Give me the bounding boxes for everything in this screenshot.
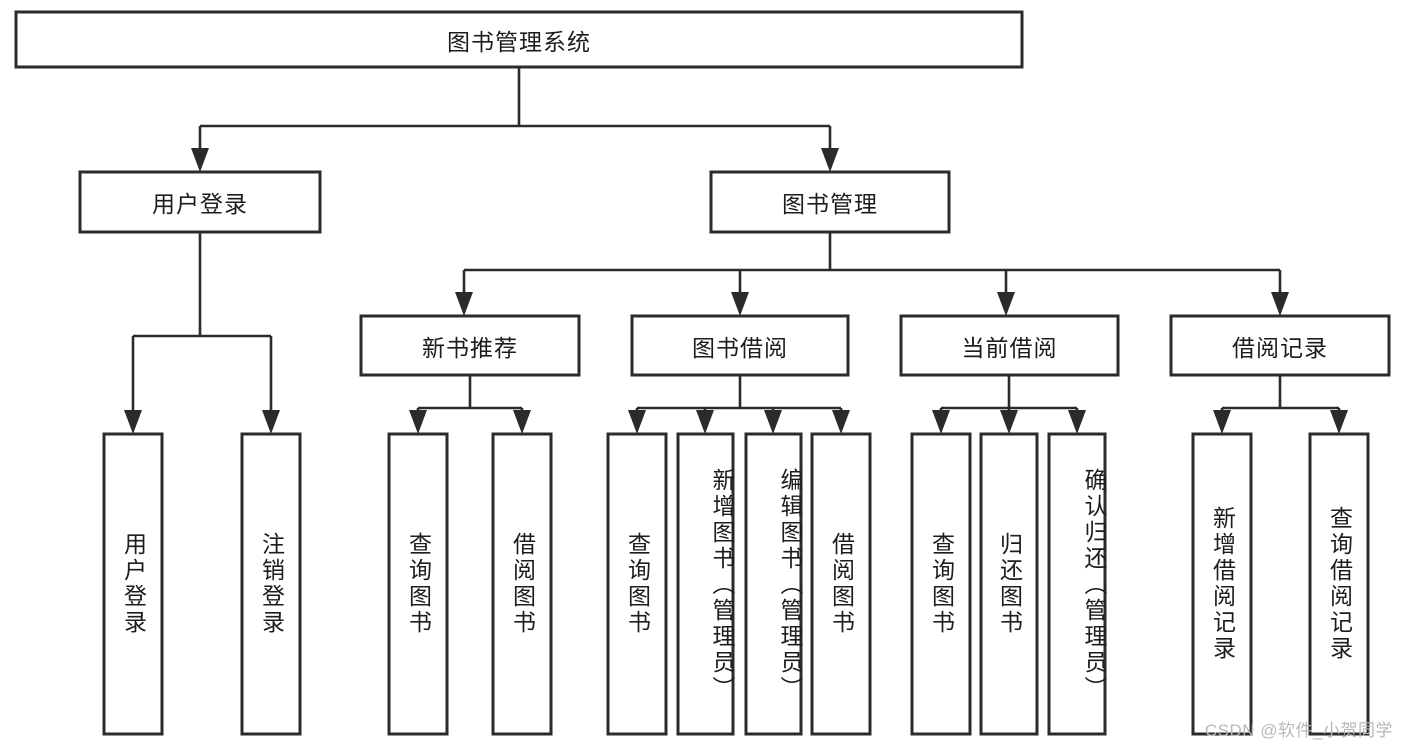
node-box-leaf-query-record[interactable]: [1308, 432, 1370, 736]
node-box-leaf-query-book-3[interactable]: [910, 432, 972, 736]
node-box-user-login[interactable]: [78, 170, 322, 234]
node-box-leaf-edit-book[interactable]: [744, 432, 803, 736]
node-box-leaf-return-book[interactable]: [979, 432, 1039, 736]
arrowhead-newbook-leaf2: [513, 410, 531, 434]
connector-layer: [124, 67, 1348, 434]
node-box-root[interactable]: [14, 10, 1024, 69]
node-box-leaf-logout[interactable]: [240, 432, 302, 736]
arrowhead-borrow-leaf1: [628, 410, 646, 434]
node-box-layer: [14, 10, 1391, 736]
arrowhead-current-leaf2: [1000, 410, 1018, 434]
node-box-leaf-add-record[interactable]: [1191, 432, 1253, 736]
arrowhead-new-book: [455, 292, 473, 316]
arrowhead-borrow-leaf4: [832, 410, 850, 434]
arrowhead-user-login: [191, 148, 209, 172]
watermark-text: CSDN @软件_小贺同学: [1204, 721, 1393, 740]
node-box-book-borrow[interactable]: [630, 314, 850, 377]
arrowhead-borrow-leaf2: [696, 410, 714, 434]
node-box-leaf-borrow-book-1[interactable]: [491, 432, 553, 736]
arrowhead-current-borrow: [997, 292, 1015, 316]
node-box-book-manage[interactable]: [709, 170, 951, 234]
arrowhead-leaf-user-login: [124, 410, 142, 434]
arrowhead-record-leaf1: [1213, 410, 1231, 434]
arrowhead-borrow-leaf3: [764, 410, 782, 434]
arrowhead-newbook-leaf1: [409, 410, 427, 434]
node-box-leaf-add-book[interactable]: [676, 432, 735, 736]
node-box-new-book-recommend[interactable]: [359, 314, 581, 377]
node-box-borrow-record[interactable]: [1169, 314, 1391, 377]
arrowhead-book-borrow: [731, 292, 749, 316]
arrowhead-record-leaf2: [1330, 410, 1348, 434]
node-box-leaf-user-login[interactable]: [102, 432, 164, 736]
arrowhead-book-manage: [821, 148, 839, 172]
node-box-leaf-query-book-2[interactable]: [606, 432, 668, 736]
arrowhead-leaf-logout: [262, 410, 280, 434]
arrowhead-current-leaf3: [1068, 410, 1086, 434]
node-box-leaf-confirm-return[interactable]: [1047, 432, 1107, 736]
arrowhead-borrow-record: [1271, 292, 1289, 316]
node-box-leaf-query-book-1[interactable]: [387, 432, 449, 736]
node-box-leaf-borrow-book-2[interactable]: [810, 432, 872, 736]
arrowhead-current-leaf1: [932, 410, 950, 434]
node-box-current-borrow[interactable]: [899, 314, 1120, 377]
